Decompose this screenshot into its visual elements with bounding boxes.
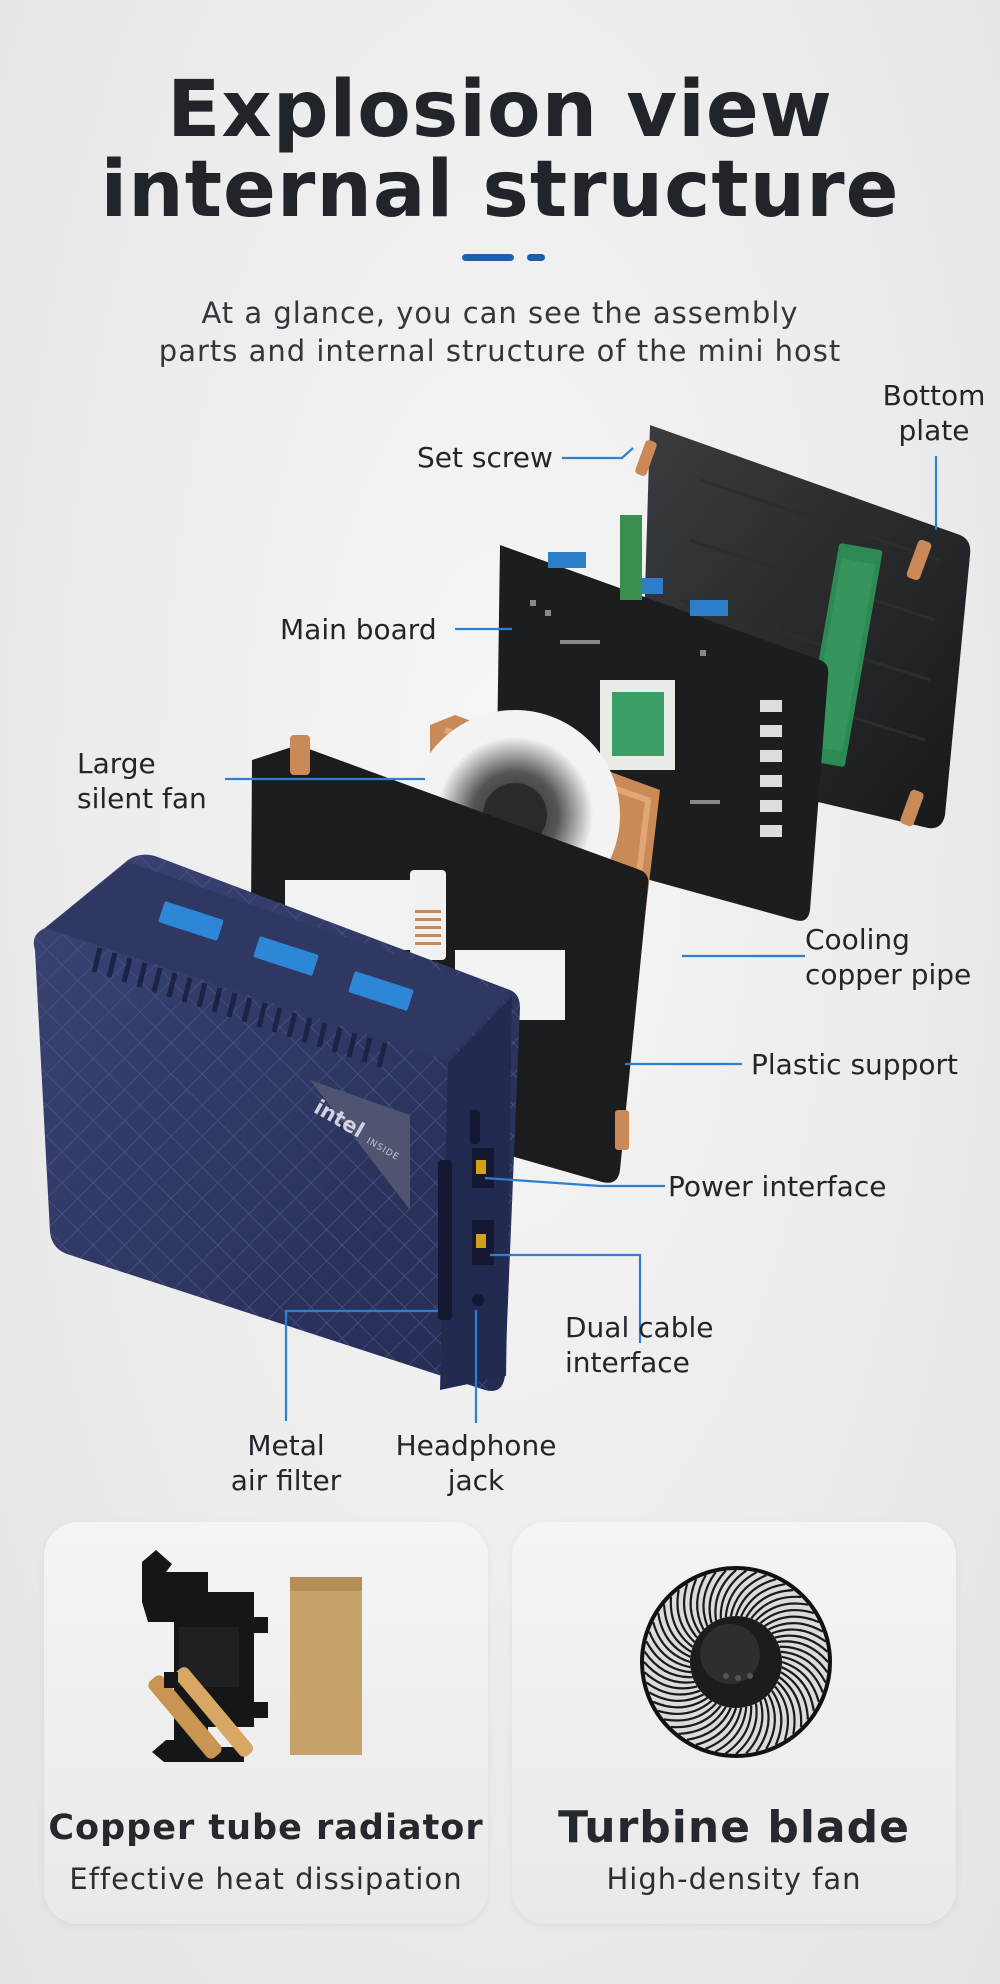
feature-subtitle-copper: Effective heat dissipation [69,1862,463,1896]
fan-blade [755,1697,770,1753]
fan-blade [765,1694,776,1750]
fan-blade [643,1650,693,1679]
page-title-line1: Explosion view [167,65,833,155]
title-divider-short [527,254,545,261]
explosion-view-illustration [33,425,971,1423]
fan-blade [686,1707,732,1741]
feature-title-turbine: Turbine blade [558,1802,910,1853]
subtitle-line2: parts and internal structure of the mini… [158,334,842,368]
label-bottom-plate-line2: plate [898,414,970,447]
fan-blade [764,1615,820,1627]
fan-blade [708,1569,727,1624]
turbine-fan-icon [640,1566,832,1758]
fan-blade [657,1612,691,1658]
fan-blade [729,1574,767,1617]
label-metal-filter-line1: Metal [247,1429,325,1462]
fan-blade [676,1589,696,1643]
fan-blade [663,1604,692,1653]
leader-lines [225,447,938,1423]
fan-blade [778,1676,803,1728]
metal-air-filter-slot [438,1160,452,1320]
label-cooling-line2: copper pipe [805,958,972,991]
fan-blade [648,1631,691,1669]
label-dual-cable-line2: interface [565,1346,690,1379]
fan-blade [780,1650,827,1684]
fan-blade [781,1660,820,1703]
fan-blade [714,1706,748,1753]
fan-blade [745,1589,794,1618]
fan-blade [648,1691,704,1702]
fan-blade [643,1671,698,1690]
fan-blade [740,1583,786,1617]
fan-blade [774,1685,789,1741]
label-headphone-line1: Headphone [395,1429,557,1462]
feature-card-copper-radiator: Copper tube radiator Effective heat diss… [44,1522,488,1924]
fan-blade [705,1707,743,1750]
fan-blade [724,1571,758,1618]
usb-port [158,901,414,1011]
fan-blade [781,1655,824,1693]
fan-blade [724,1705,753,1755]
feature-card-turbine-blade: Turbine blade High-density fan [512,1522,956,1924]
label-fan-line2: silent fan [77,782,207,815]
subtitle-line1: At a glance, you can see the assembly [201,296,799,330]
fan-blade [771,1690,783,1746]
copper-radiator-icon [142,1550,362,1762]
fan-blade [689,1578,701,1634]
fan-blade [657,1700,713,1715]
fan-blade [735,1703,758,1755]
fan-blade [771,1628,827,1643]
fan-blade [759,1609,815,1624]
fan-blade [643,1661,695,1684]
label-bottom-plate-line1: Bottom [882,379,986,412]
feature-subtitle-turbine: High-density fan [606,1862,862,1896]
headphone-port [472,1294,484,1306]
fan-blade [776,1681,796,1735]
fan-blade [652,1697,708,1709]
fan-blade [678,1706,727,1735]
fan-blade [781,1666,815,1712]
fan-blade [645,1640,692,1674]
label-metal-filter-line2: air filter [230,1464,342,1497]
page-title-line2: internal structure [100,145,900,235]
fan-blade [683,1583,698,1639]
fan-blade [777,1640,829,1663]
label-plastic-support: Plastic support [751,1048,958,1081]
title-divider-long [462,254,514,261]
label-fan-line1: Large [77,747,156,780]
label-dual-cable-line1: Dual cable [565,1311,714,1344]
fan-blade [745,1700,764,1755]
fan-blade [719,1569,748,1619]
fan-blade [780,1671,809,1720]
label-set-screw: Set screw [417,441,553,474]
label-headphone-line2: jack [447,1464,505,1497]
fan-blade [714,1569,737,1621]
feature-title-copper: Copper tube radiator [48,1808,484,1848]
fan-blade [652,1621,691,1664]
label-main-board: Main board [280,613,437,646]
fan-blade [734,1578,777,1617]
fan-blade [645,1681,701,1696]
fan-blade [768,1622,824,1633]
fan-blade [755,1602,809,1622]
fan-blade [663,1702,717,1722]
fan-blade [702,1571,717,1627]
fan-blade [779,1645,829,1674]
fan-blade [669,1596,694,1648]
fan-blade [696,1574,707,1630]
fan-blade [750,1595,802,1620]
fan-blade [774,1634,829,1653]
fan-blade [670,1704,722,1729]
label-cooling-line1: Cooling [805,923,910,956]
mini-pc-body [33,854,520,1391]
fan-blade [695,1707,738,1746]
label-power-interface: Power interface [668,1170,887,1203]
